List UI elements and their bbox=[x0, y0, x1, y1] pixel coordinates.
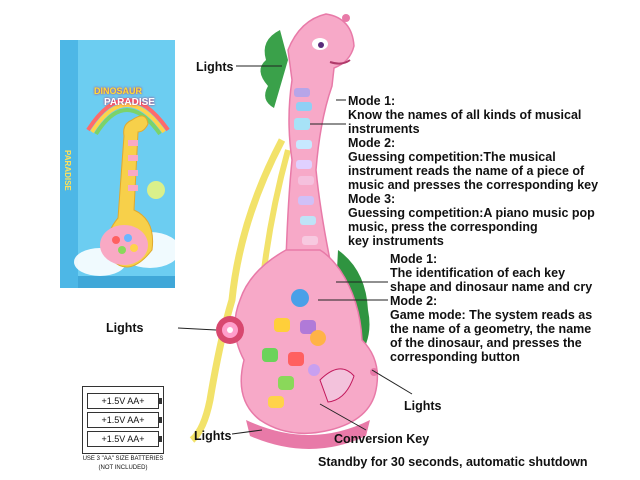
battery-cell: +1.5V AA+ bbox=[87, 393, 162, 409]
mode-line: instruments bbox=[348, 122, 420, 136]
product-box: DINOSAUR PARADISE PARADISE bbox=[60, 40, 180, 288]
box-title-line2: PARADISE bbox=[104, 97, 155, 108]
mode-line: Mode 1: bbox=[390, 252, 438, 266]
mode-group1-text: Mode 1: Know the names of all kinds of m… bbox=[348, 94, 598, 248]
mode-line: music and presses the corresponding key bbox=[348, 178, 599, 192]
mode-line: Know the names of all kinds of musical bbox=[348, 108, 582, 122]
box-side-text: PARADISE bbox=[63, 150, 72, 191]
standby-note: Standby for 30 seconds, automatic shutdo… bbox=[318, 455, 588, 469]
mode-line: Mode 3: bbox=[348, 192, 396, 206]
battery-cell: +1.5V AA+ bbox=[87, 412, 162, 428]
box-title-line1: DINOSAUR bbox=[94, 86, 143, 96]
mode-line: Game mode: The system reads as bbox=[390, 308, 593, 322]
battery-note-line1: USE 3 "AA" SIZE BATTERIES bbox=[82, 456, 164, 462]
mode-line: the name of a geometry, the name bbox=[390, 322, 592, 336]
mode-line: Mode 2: bbox=[390, 294, 438, 308]
mode-line: shape and dinosaur name and cry bbox=[390, 280, 593, 294]
mode-line: Guessing competition:The musical bbox=[348, 150, 556, 164]
mode-line: key instruments bbox=[348, 234, 444, 248]
battery-diagram: +1.5V AA+ +1.5V AA+ +1.5V AA+ USE 3 "AA"… bbox=[82, 386, 164, 472]
mode-line: Mode 2: bbox=[348, 136, 396, 150]
lights-top-label: Lights bbox=[196, 60, 234, 74]
battery-note-line2: (NOT INCLUDED) bbox=[98, 465, 148, 471]
battery-cell: +1.5V AA+ bbox=[87, 431, 162, 447]
product-box-illustration bbox=[60, 40, 180, 288]
mode-line: The identification of each key bbox=[390, 266, 566, 280]
mode-line: Guessing competition:A piano music pop bbox=[348, 206, 595, 220]
battery-compartment: +1.5V AA+ +1.5V AA+ +1.5V AA+ bbox=[82, 386, 164, 454]
lights-right-label: Lights bbox=[404, 399, 442, 413]
toy-guitar-illustration bbox=[189, 13, 379, 449]
mode-line: Mode 1: bbox=[348, 94, 396, 108]
lights-left-label: Lights bbox=[106, 321, 144, 335]
lights-bottom-label: Lights bbox=[194, 429, 232, 443]
mode-line: corresponding button bbox=[390, 350, 520, 364]
conversion-key-label: Conversion Key bbox=[334, 432, 430, 446]
mode-line: music, press the corresponding bbox=[348, 220, 538, 234]
mode-group2-text: Mode 1: The identification of each key s… bbox=[390, 252, 592, 364]
mode-line: instrument reads the name of a piece of bbox=[348, 164, 585, 178]
mode-line: of the dinosaur, and presses the bbox=[390, 336, 582, 350]
